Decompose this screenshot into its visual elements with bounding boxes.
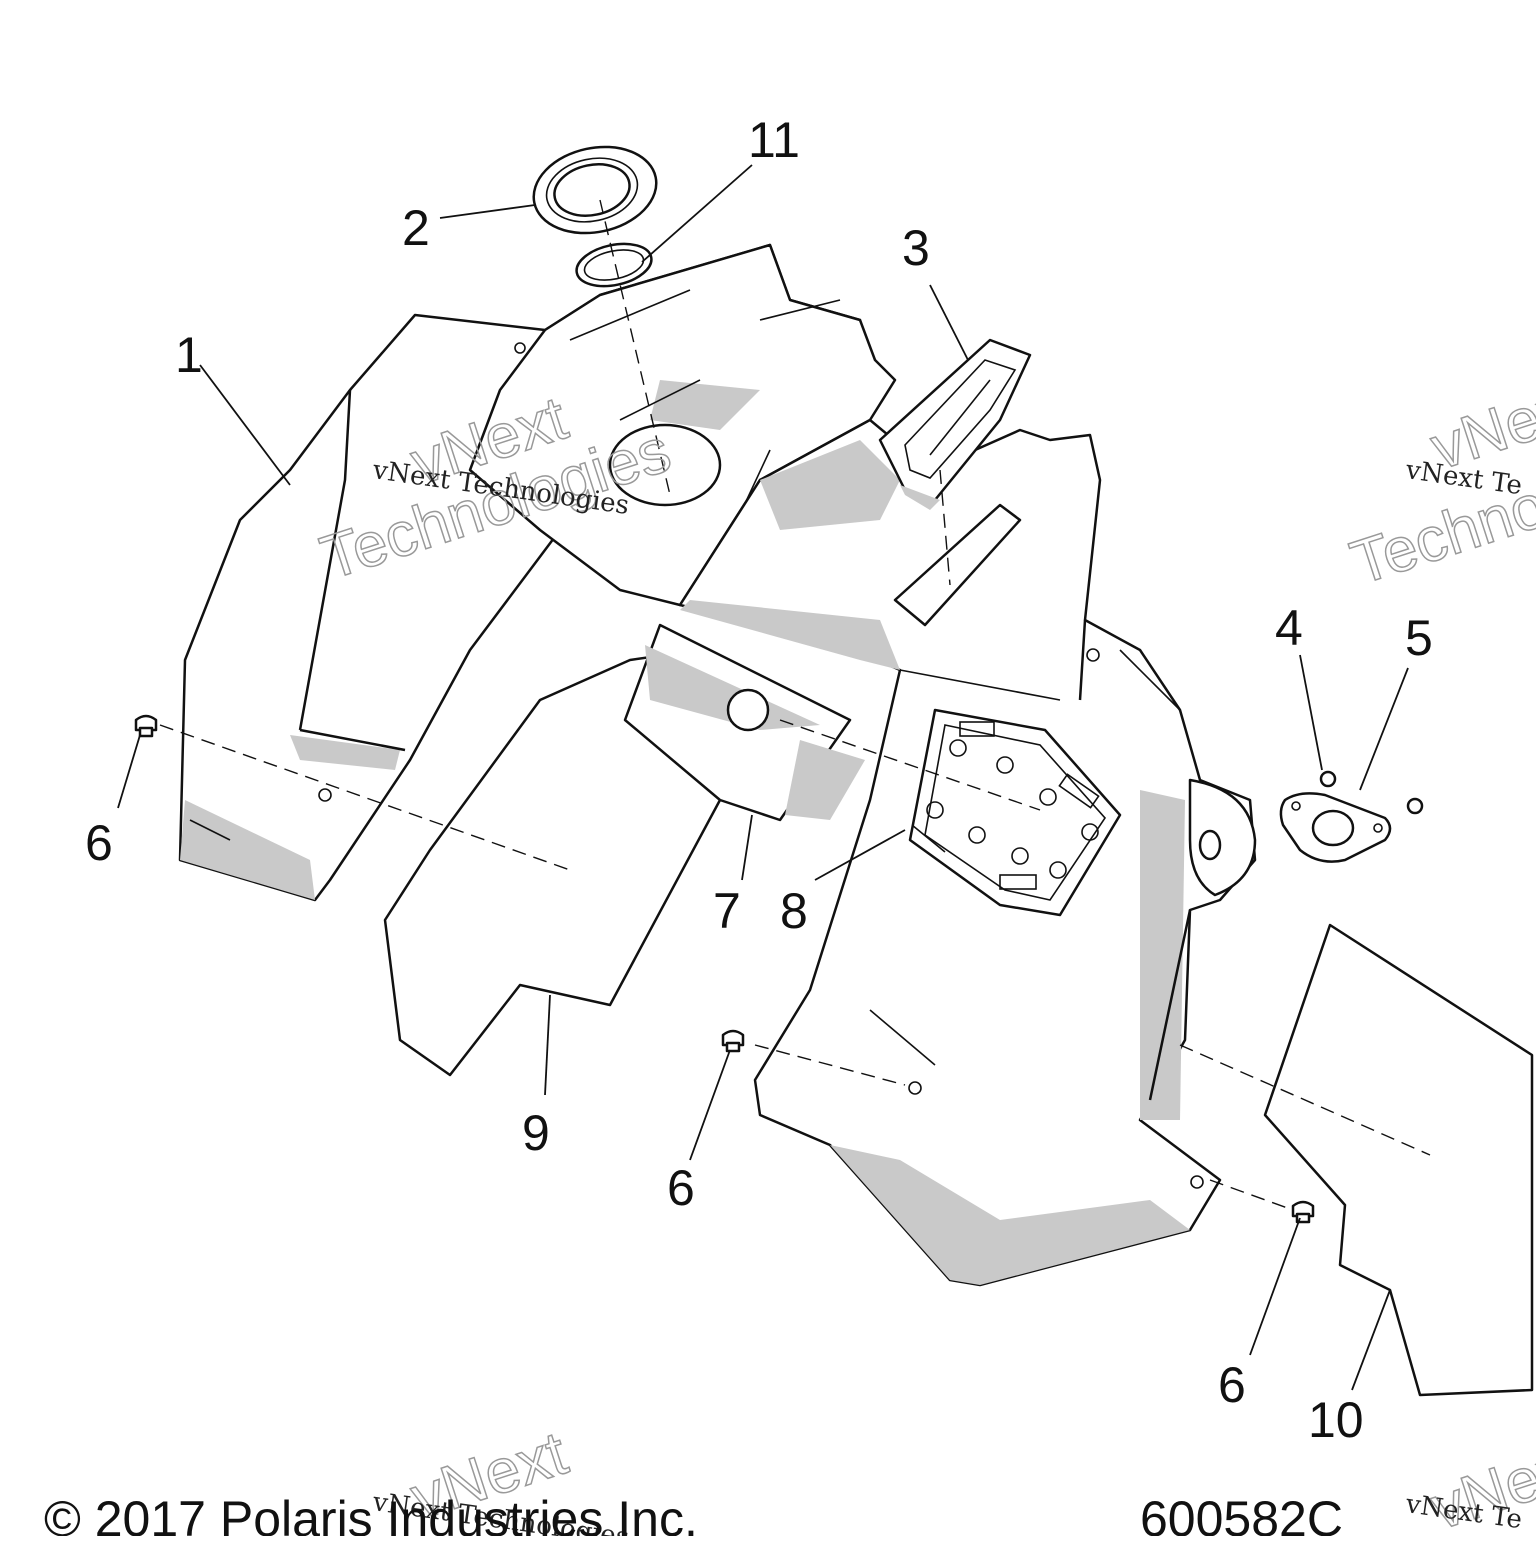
callout-2: 2 bbox=[402, 200, 430, 256]
callout-5: 5 bbox=[1405, 610, 1433, 666]
part-11-seal-ring bbox=[575, 242, 653, 288]
part-8-access-plate bbox=[908, 708, 1122, 917]
callout-6-center: 6 bbox=[667, 1160, 695, 1216]
part-5-gasket bbox=[1279, 792, 1392, 863]
part-2-filler-ring bbox=[532, 145, 658, 235]
part-3-vent-bracket bbox=[878, 338, 1032, 510]
assembly-dashed-lines bbox=[159, 199, 1431, 1211]
callout-3: 3 bbox=[902, 220, 930, 276]
footer: © 2017 Polaris Industries Inc. 600582C bbox=[44, 1491, 1343, 1541]
copyright-text: © 2017 Polaris Industries Inc. bbox=[44, 1491, 698, 1536]
part-7-funnel-bracket bbox=[623, 623, 865, 822]
callout-11: 11 bbox=[748, 112, 800, 168]
figure-number: 600582C bbox=[1140, 1491, 1343, 1536]
tank-upper-section bbox=[468, 243, 897, 607]
part-6-push-rivets bbox=[134, 714, 1315, 1224]
part-10-right-heat-shield bbox=[1263, 923, 1534, 1397]
callout-8: 8 bbox=[780, 883, 808, 939]
part-4-grommets bbox=[1319, 770, 1424, 815]
callout-9: 9 bbox=[522, 1105, 550, 1161]
callout-4: 4 bbox=[1275, 600, 1303, 656]
callout-labels: 1 2 3 4 5 6 6 6 7 8 9 10 11 bbox=[85, 112, 1433, 1448]
callout-7: 7 bbox=[713, 883, 741, 939]
callout-1: 1 bbox=[175, 327, 203, 383]
callout-10: 10 bbox=[1308, 1392, 1364, 1448]
leader-lines bbox=[117, 164, 1409, 1391]
callout-6-left: 6 bbox=[85, 815, 113, 871]
callout-6-right: 6 bbox=[1218, 1357, 1246, 1413]
